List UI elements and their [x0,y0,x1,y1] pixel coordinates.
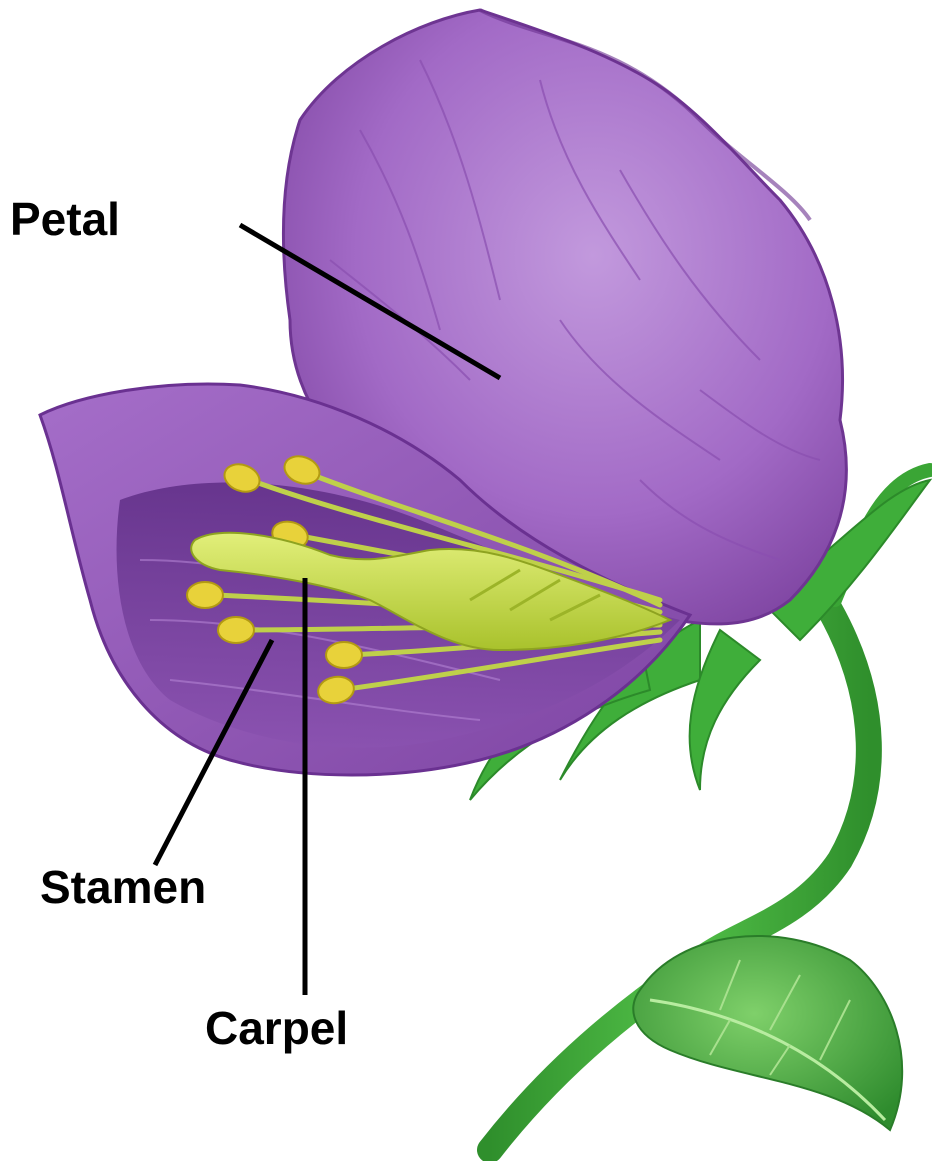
stamen-label: Stamen [40,864,206,910]
leaf [633,936,902,1130]
petal-label: Petal [10,196,120,242]
carpel-label: Carpel [205,1005,348,1051]
